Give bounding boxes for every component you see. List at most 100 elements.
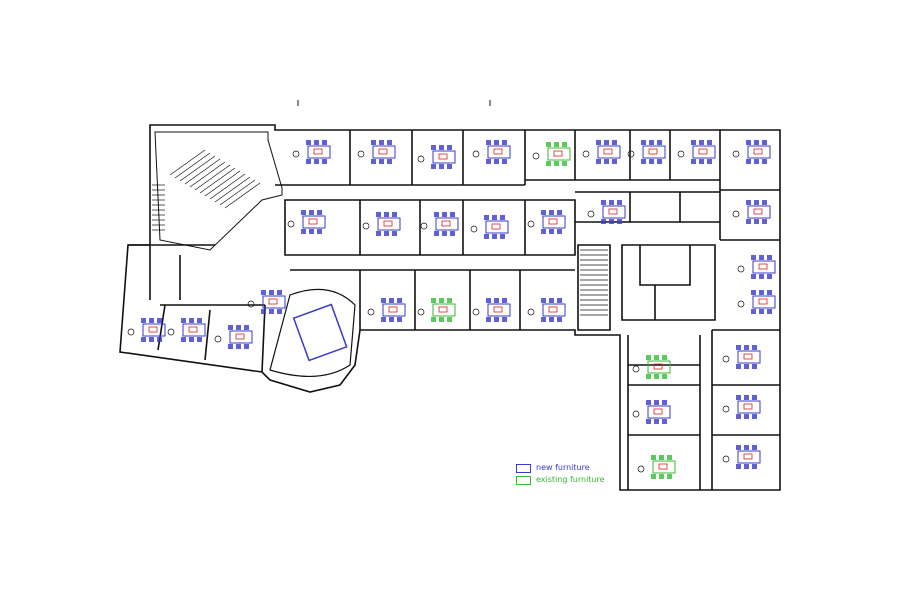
desk [435, 217, 459, 231]
chair [494, 298, 499, 303]
chair [309, 229, 314, 234]
chair [197, 318, 202, 323]
desk [142, 323, 166, 337]
chair [752, 445, 757, 450]
chair [317, 210, 322, 215]
furniture-tag [553, 150, 563, 157]
chair [434, 212, 439, 217]
chair [447, 164, 452, 169]
chair [654, 355, 659, 360]
column-marker [417, 308, 425, 316]
furniture-tag [603, 148, 613, 155]
chair [752, 414, 757, 419]
chair [447, 317, 452, 322]
chair [431, 317, 436, 322]
chair [646, 374, 651, 379]
chair [759, 274, 764, 279]
chair [641, 140, 646, 145]
stair-tread [179, 155, 216, 182]
chair [157, 337, 162, 342]
desk [542, 215, 566, 229]
grid-marks [297, 100, 491, 106]
chair [554, 161, 559, 166]
furniture-tag [308, 218, 318, 225]
chair [541, 317, 546, 322]
chair [754, 200, 759, 205]
desk [382, 303, 406, 317]
furniture-tag [493, 148, 503, 155]
chair [141, 318, 146, 323]
chair [389, 298, 394, 303]
chair [557, 210, 562, 215]
stair-tread [199, 167, 236, 194]
chair [736, 445, 741, 450]
furniture-tag [493, 306, 503, 313]
chair [751, 309, 756, 314]
chair [759, 309, 764, 314]
stair-tread [209, 173, 246, 200]
column-marker [677, 150, 685, 158]
chair [762, 140, 767, 145]
chair [746, 159, 751, 164]
chair [181, 318, 186, 323]
chair [746, 219, 751, 224]
chair [657, 159, 662, 164]
chair [557, 298, 562, 303]
furniture-tag [658, 463, 668, 470]
chair [141, 337, 146, 342]
chair [554, 142, 559, 147]
furniture-tag [758, 263, 768, 270]
furniture-tag [753, 208, 763, 215]
furniture-tag [188, 326, 198, 333]
desk [652, 460, 676, 474]
desk [752, 260, 776, 274]
chair [244, 325, 249, 330]
chair [562, 142, 567, 147]
chair [659, 474, 664, 479]
column-marker [417, 155, 425, 163]
chair [754, 219, 759, 224]
furniture-tag [608, 208, 618, 215]
furniture-tag [383, 220, 393, 227]
desk [432, 150, 456, 164]
chair [752, 395, 757, 400]
chair [484, 234, 489, 239]
chair [492, 215, 497, 220]
chair [181, 337, 186, 342]
chair [767, 309, 772, 314]
chair [314, 140, 319, 145]
chair [546, 161, 551, 166]
desk [692, 145, 716, 159]
chair [754, 159, 759, 164]
chair [744, 364, 749, 369]
column-marker [362, 222, 370, 230]
desk [752, 295, 776, 309]
furniture-tag [753, 148, 763, 155]
chair [736, 364, 741, 369]
chair [752, 464, 757, 469]
chair [617, 200, 622, 205]
furniture-tag [548, 306, 558, 313]
desk [642, 145, 666, 159]
column-marker [127, 328, 135, 336]
chair [736, 395, 741, 400]
chair [557, 229, 562, 234]
column-marker [632, 365, 640, 373]
chair [379, 159, 384, 164]
column-marker [292, 150, 300, 158]
desk [737, 400, 761, 414]
chair [549, 210, 554, 215]
chair [442, 212, 447, 217]
stair-tread [169, 149, 206, 176]
chair [502, 317, 507, 322]
chair [736, 414, 741, 419]
chair [269, 309, 274, 314]
room-tags [127, 148, 768, 473]
chair [494, 140, 499, 145]
chair [654, 374, 659, 379]
chair [301, 210, 306, 215]
desk [737, 450, 761, 464]
chair [277, 290, 282, 295]
chair [450, 212, 455, 217]
chair [494, 159, 499, 164]
